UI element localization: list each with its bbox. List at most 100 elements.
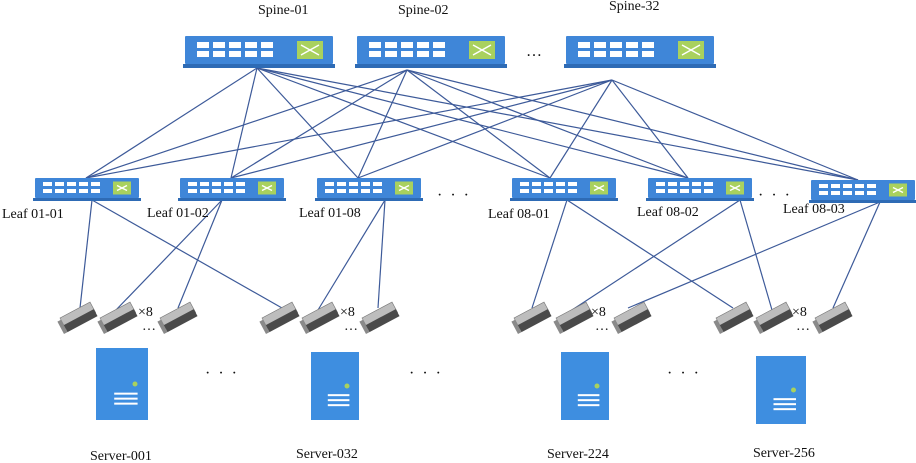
server-ellipsis: · · · [205,365,239,382]
links-layer [79,67,881,311]
server-vent [114,402,138,405]
switch-port [704,182,713,186]
gpu-ellipsis: … [142,319,156,334]
gpu-board [63,309,98,333]
leaf-gpu-link [79,199,93,309]
switch-port [197,51,209,57]
gpu-group [511,301,652,335]
nodes-layer [33,36,916,424]
switch-port [224,182,233,186]
server-tower-icon [561,352,609,420]
switch-base [564,64,716,68]
switch-port [568,189,577,193]
switch-port [520,189,529,193]
switch-port [626,51,638,57]
switch-port [361,182,370,186]
spine-label: Spine-32 [609,0,660,14]
switch-port [197,42,209,48]
switch-port [79,182,88,186]
gpu-card-icon [511,301,552,335]
server-vent [327,399,350,402]
switch-arrows-icon [593,184,605,192]
server-tower-icon [96,348,148,420]
gpu-board [365,309,400,333]
switch-port [55,182,64,186]
switch-port [91,182,100,186]
switch-port [680,182,689,186]
gpu-board [163,309,198,333]
switch-port [532,189,541,193]
server-ellipsis: · · · [667,365,701,382]
spine-leaf-link [85,79,613,179]
leaf-gpu-link [377,199,386,309]
gpu-card-icon [57,301,98,335]
server-power-led [132,381,138,387]
switch-port [325,182,334,186]
switch-port [417,51,429,57]
gpu-group [57,301,198,335]
gpu-card-icon [97,301,138,335]
switch-arrows-icon [300,44,320,56]
gpu-bracket [511,319,522,335]
switch-port [261,51,273,57]
spine-leaf-link [357,79,613,179]
gpu-board [103,309,138,333]
leaf-ellipsis: · · · [758,187,792,204]
switch-port [337,189,346,193]
gpu-bracket [359,319,370,335]
switch-port [855,184,864,188]
spine-leaf-link [256,67,359,179]
spine-leaf-link [85,67,258,179]
leaf-label: Leaf 08-03 [783,202,845,217]
switch-port [642,51,654,57]
switch-port [349,189,358,193]
leaf-switch [510,178,618,201]
leaf-gpu-link [317,199,386,311]
server-tower-icon [756,356,806,424]
leaf-gpu-link [177,199,223,309]
gpu-multiplier: ×8 [792,305,807,320]
gpu-card-icon [299,301,340,335]
switch-port [843,191,852,195]
gpu-group [713,301,853,335]
switch-port [401,42,413,48]
switch-base [355,64,507,68]
gpu-bracket [157,319,168,335]
leaf-label: Leaf 08-01 [488,207,550,222]
gpu-bracket [812,319,823,335]
switch-arrows-icon [892,186,904,194]
leaf-switch [33,178,141,201]
switch-port [236,189,245,193]
switch-port [200,182,209,186]
server-vent [114,397,138,400]
switch-port [417,42,429,48]
gpu-card-icon [611,301,652,335]
gpu-card-icon [753,301,794,335]
spine-leaf-link [256,67,551,179]
switch-port [544,182,553,186]
switch-port [373,189,382,193]
switch-port [349,182,358,186]
spine-leaf-link [406,69,689,179]
switch-port [200,189,209,193]
gpu-card-icon [259,301,300,335]
switch-arrows-icon [261,184,273,192]
switch-port [261,42,273,48]
spine-switch [564,36,716,68]
leaf-gpu-link [115,199,223,311]
switch-port [212,182,221,186]
server-tower-icon [311,352,359,420]
switch-port [188,182,197,186]
spine-leaf-link [549,79,613,179]
switch-port [610,51,622,57]
switch-port [843,184,852,188]
switch-port [385,42,397,48]
gpu-bracket [753,319,764,335]
server-vent [773,398,796,401]
switch-port [433,42,445,48]
switch-port [556,189,565,193]
gpu-multiplier: ×8 [340,305,355,320]
switch-port [680,189,689,193]
server-power-led [791,387,796,393]
